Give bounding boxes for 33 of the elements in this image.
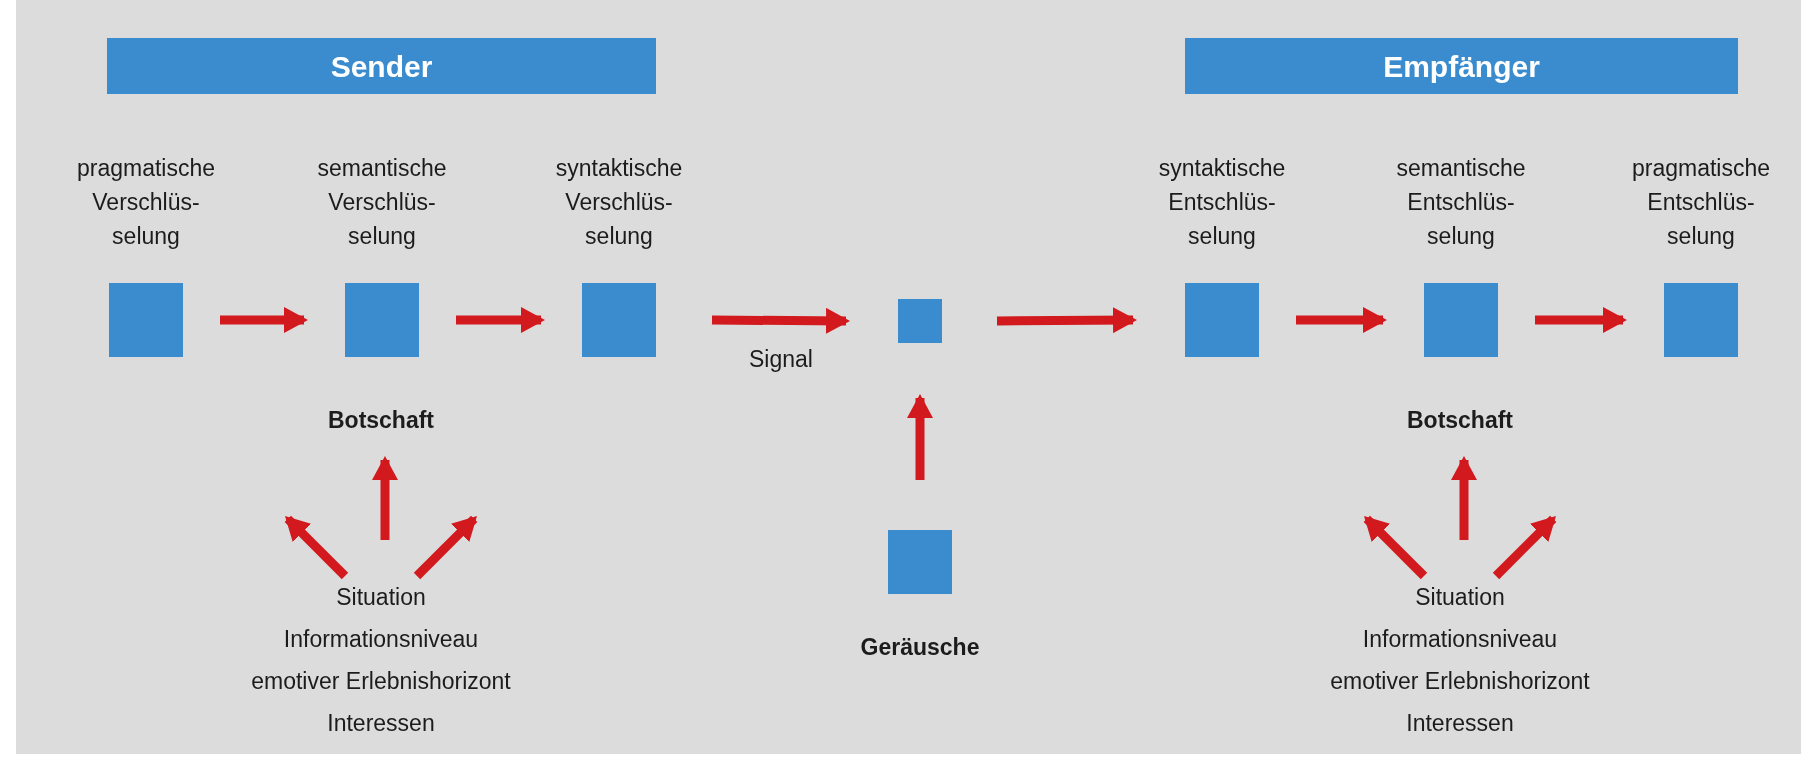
node-label: pragmatische Entschlüs- selung: [1631, 154, 1771, 251]
arrow: [456, 307, 545, 333]
node-text: Situation: [336, 583, 426, 612]
arrow: [1363, 515, 1428, 580]
arrow: [413, 515, 478, 580]
node-text: Interessen: [327, 709, 435, 738]
arrow: [996, 307, 1137, 334]
arrow: [284, 515, 349, 580]
node-label: syntaktische Verschlüs- selung: [555, 154, 683, 251]
arrow: [1492, 515, 1557, 580]
node-label: syntaktische Entschlüs- selung: [1158, 154, 1286, 251]
arrow: [907, 394, 933, 480]
node-text: Interessen: [1406, 709, 1514, 738]
node-text: Informationsniveau: [283, 625, 479, 654]
node-text: Botschaft: [327, 406, 435, 435]
node-label: pragmatische Verschlüs- selung: [76, 154, 216, 251]
header-bar: Empfänger: [1185, 38, 1738, 94]
node-text: Botschaft: [1406, 406, 1514, 435]
header-bar: Sender: [107, 38, 656, 94]
arrow: [1451, 456, 1477, 540]
node-text: Situation: [1415, 583, 1505, 612]
arrow: [372, 456, 398, 540]
square-node: [898, 299, 942, 343]
node-label: Geräusche: [860, 633, 980, 662]
node-label: semantische Verschlüs- selung: [317, 154, 447, 251]
node-text: emotiver Erlebnishorizont: [1330, 667, 1590, 696]
arrow: [1535, 307, 1627, 333]
node-text: emotiver Erlebnishorizont: [251, 667, 511, 696]
arrow: [220, 307, 308, 333]
node-text: Informationsniveau: [1362, 625, 1558, 654]
node-label: semantische Entschlüs- selung: [1396, 154, 1526, 251]
arrow: [711, 307, 850, 334]
arrow: [1296, 307, 1387, 333]
